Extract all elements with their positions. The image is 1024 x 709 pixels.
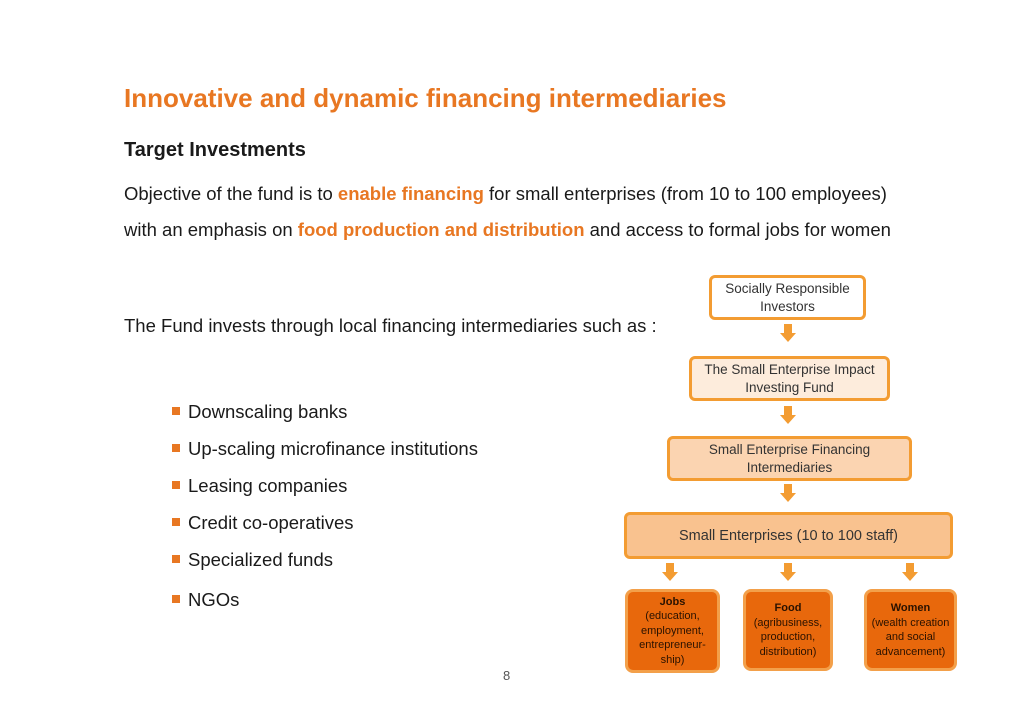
list-item: Credit co-operatives [172,504,478,541]
section-heading: Target Investments [124,139,306,161]
down-arrow-icon [662,563,678,581]
list-item: Downscaling banks [172,393,478,430]
down-arrow-icon [780,484,796,502]
down-arrow-icon [780,324,796,342]
outcome-detail: (education, employment, entrepreneur-shi… [639,610,706,666]
flow-box-label: Small Enterprises (10 to 100 staff) [679,527,898,544]
objective-highlight-financing: enable financing [337,183,484,204]
outcome-box-food: Food (agribusiness, production, distribut… [743,589,833,671]
list-item-label: Specialized funds [188,549,334,570]
flow-box-intermediaries: Small Enterprise Financing Intermediarie… [667,436,912,481]
intermediaries-list: Downscaling banks Up-scaling microfinanc… [172,393,478,618]
bullet-square-icon [172,595,180,603]
bullet-square-icon [172,518,180,526]
invests-paragraph: The Fund invests through local financing… [124,315,657,336]
list-item-label: Credit co-operatives [188,512,354,533]
outcome-detail: (wealth creation and social advancement) [871,616,950,658]
objective-highlight-food: food production and distribution [297,219,585,240]
outcome-heading: Jobs [659,595,686,608]
bullet-square-icon [172,407,180,415]
list-item: Specialized funds [172,541,478,578]
list-item: Leasing companies [172,467,478,504]
list-item-label: Up-scaling microfinance institutions [188,438,478,459]
page-number: 8 [503,668,511,683]
list-item: Up-scaling microfinance institutions [172,430,478,467]
list-item-label: Leasing companies [188,475,348,496]
objective-text-1: Objective of the fund is to [124,183,338,204]
list-item-label: NGOs [188,589,240,610]
objective-text-2: for small enterprises (from 10 to 100 em… [124,183,887,240]
flow-box-enterprises: Small Enterprises (10 to 100 staff) [624,512,953,559]
objective-text-3: and access to formal jobs for women [584,219,891,240]
outcome-box-women: Women (wealth creation and social advance… [864,589,957,671]
flow-box-fund: The Small Enterprise Impact Investing Fu… [689,356,890,401]
outcome-box-jobs: Jobs (education, employment, entrepreneur… [625,589,720,673]
list-item-label: Downscaling banks [188,401,348,422]
down-arrow-icon [780,406,796,424]
down-arrow-icon [902,563,918,581]
flow-box-investors: Socially Responsible Investors [709,275,866,320]
down-arrow-icon [780,563,796,581]
bullet-square-icon [172,444,180,452]
flow-box-label: The Small Enterprise Impact Investing Fu… [704,361,875,395]
objective-paragraph: Objective of the fund is to enable finan… [124,176,924,248]
bullet-square-icon [172,481,180,489]
outcome-heading: Food [774,602,802,614]
flow-box-label: Socially Responsible Investors [725,280,850,314]
page-title: Innovative and dynamic financing interme… [124,83,727,113]
outcome-heading: Women [890,602,931,614]
bullet-square-icon [172,555,180,563]
outcome-detail: (agribusiness, production, distribution) [753,616,823,658]
list-item: NGOs [172,578,478,618]
flow-box-label: Small Enterprise Financing Intermediarie… [708,441,871,475]
